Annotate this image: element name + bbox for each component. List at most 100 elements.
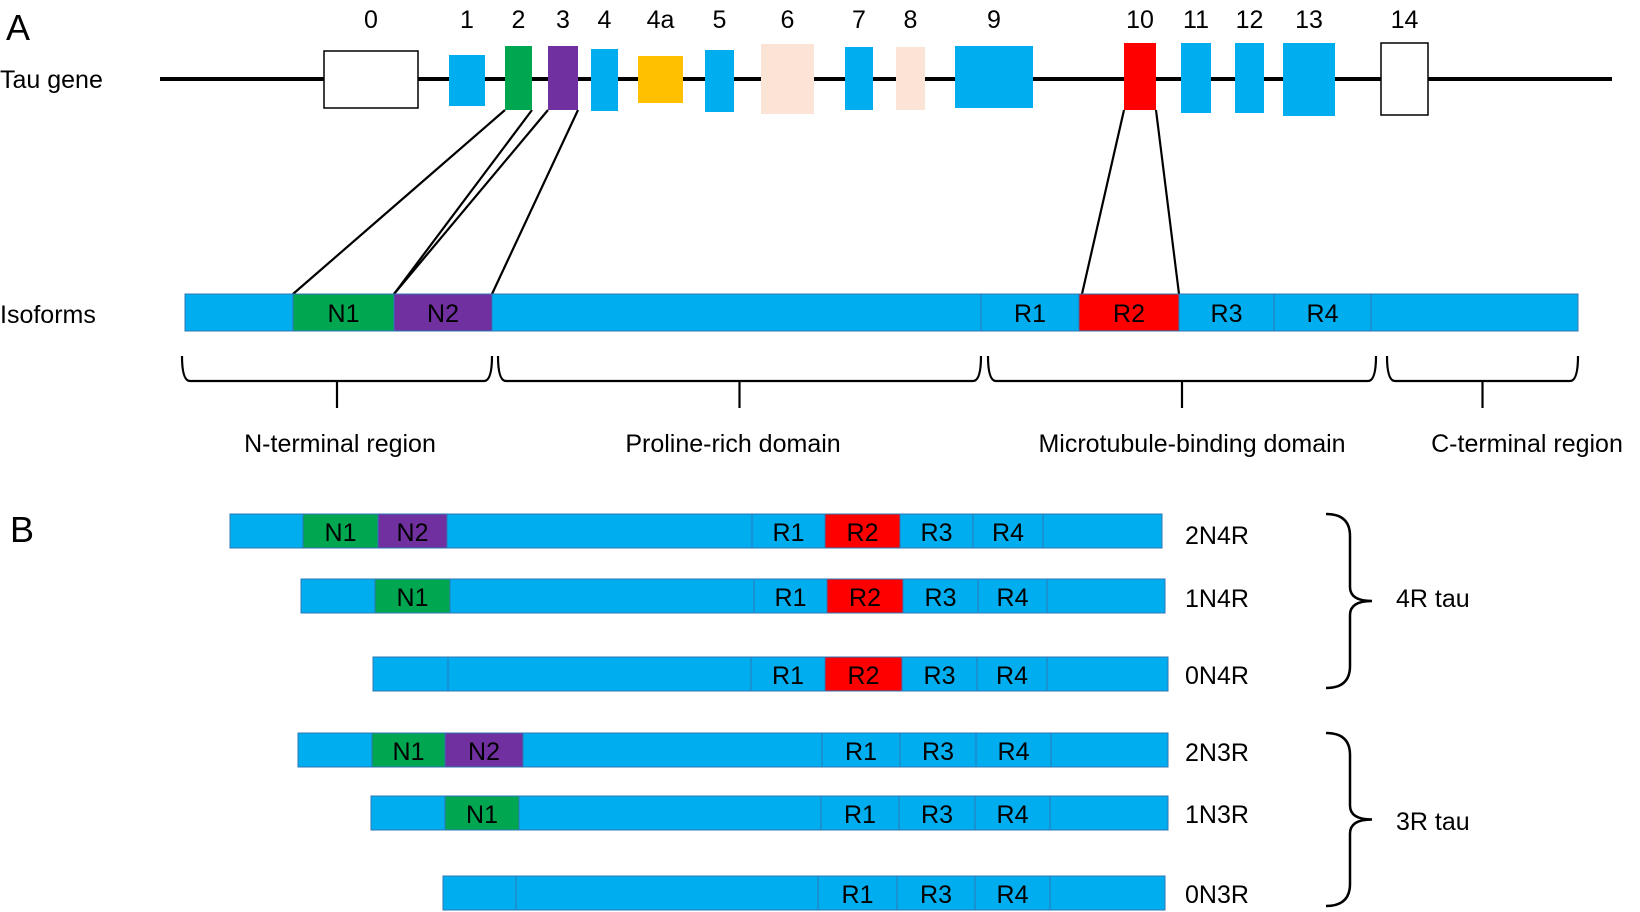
isoform-segment-label-r1: R1	[772, 662, 804, 690]
exon-box-3	[548, 46, 578, 110]
isoform-segment-r3	[898, 795, 976, 831]
isoform-segment-label-r1: R1	[844, 801, 876, 829]
exon-box-1	[449, 55, 485, 106]
isoform-segment	[372, 656, 449, 692]
isoform-segment-r3	[901, 656, 978, 692]
isoform-segment-label-r4: R4	[996, 662, 1028, 690]
exon-number-2: 2	[512, 6, 526, 34]
panel-b-letter: B	[10, 509, 34, 550]
isoform-segment-r1	[821, 732, 901, 768]
isoform-segment-label-r1: R1	[775, 584, 807, 612]
isoform-segment-r3	[902, 578, 979, 614]
isoform-segment-label-r4: R4	[997, 584, 1029, 612]
isoform-segment	[1042, 513, 1163, 549]
panel-a-letter: A	[6, 7, 30, 48]
exon-box-0	[323, 50, 419, 109]
isoform-segment-label-r3: R3	[920, 881, 952, 909]
isoform-name-1N3R: 1N3R	[1185, 801, 1249, 829]
isoform-name-0N4R: 0N4R	[1185, 662, 1249, 690]
isoform-segment-label-r4: R4	[997, 801, 1029, 829]
exon-box-4	[591, 49, 618, 111]
exon-number-11: 11	[1183, 6, 1209, 34]
exon-box-10	[1124, 43, 1156, 110]
region-bracket	[496, 355, 983, 383]
isoforms-label: Isoforms	[0, 301, 96, 329]
isoform-segment-label-n1: N1	[397, 584, 429, 612]
isoform-segment-label-n1: N1	[325, 519, 357, 547]
isoform-segment-label-n2: N2	[468, 738, 500, 766]
isoform-segment-label-r3: R3	[924, 662, 956, 690]
region-brackets	[180, 355, 1580, 408]
exon-connector-line	[393, 109, 533, 295]
isoform-segment	[447, 656, 752, 692]
isoform-segment-r4	[1273, 293, 1372, 332]
region-label-proline-rich: Proline-rich domain	[625, 430, 840, 458]
isoform-segment-n2	[393, 293, 493, 332]
isoform-segment	[229, 513, 304, 549]
group-brace-4r	[1325, 512, 1373, 690]
exon-box-12	[1235, 43, 1264, 113]
isoform-segment-label-r4: R4	[992, 519, 1024, 547]
isoform-segment-label-r1: R1	[1014, 300, 1046, 328]
isoform-segment-n2	[444, 732, 524, 768]
isoform-segment-r4	[974, 795, 1051, 831]
region-bracket	[1385, 355, 1580, 383]
isoform-segment-label-n1: N1	[466, 801, 498, 829]
isoform-segment-n1	[444, 795, 520, 831]
exon-box-2	[505, 46, 532, 110]
isoform-segment-label-r1: R1	[773, 519, 805, 547]
region-label-c-terminal: C-terminal region	[1431, 430, 1623, 458]
isoform-segment-r2	[824, 656, 903, 692]
exon-number-6: 6	[781, 6, 795, 34]
isoform-segment	[184, 293, 294, 332]
isoform-segment	[1050, 732, 1169, 768]
group-label-4r-tau: 4R tau	[1396, 585, 1470, 613]
exon-connector-line	[393, 109, 549, 295]
isoform-segment-label-r2: R2	[848, 662, 880, 690]
isoform-segment-label-r4: R4	[998, 738, 1030, 766]
isoform-segment	[449, 578, 755, 614]
exon-box-14	[1380, 42, 1429, 116]
isoform-segment	[518, 795, 822, 831]
isoform-segment-n1	[371, 732, 446, 768]
isoform-segment-label-r3: R3	[925, 584, 957, 612]
isoform-segment-label-n2: N2	[427, 300, 459, 328]
isoform-segment	[515, 875, 819, 911]
isoform-segment-r3	[896, 875, 976, 911]
exon-number-1: 1	[460, 6, 474, 34]
exon-number-7: 7	[852, 6, 866, 34]
isoform-segment-n1	[374, 578, 451, 614]
isoform-segment	[370, 795, 446, 831]
isoform-segment-label-r3: R3	[1211, 300, 1243, 328]
isoform-segment-label-r1: R1	[842, 881, 874, 909]
isoform-segment	[300, 578, 376, 614]
isoform-segment-r1	[820, 795, 900, 831]
exon-number-3: 3	[556, 6, 570, 34]
isoform-segment-label-r2: R2	[849, 584, 881, 612]
isoform-segment-r4	[976, 656, 1048, 692]
region-label-n-terminal: N-terminal region	[244, 430, 436, 458]
isoform-segment-r2	[826, 578, 904, 614]
exon-box-9	[955, 46, 1033, 108]
exon-number-10: 10	[1126, 6, 1154, 34]
isoform-segment	[491, 293, 982, 332]
isoform-segment	[1049, 795, 1169, 831]
isoform-segment-label-r3: R3	[922, 738, 954, 766]
exon-number-12: 12	[1236, 6, 1264, 34]
exon-connector-line	[491, 109, 579, 295]
exon-box-5	[705, 50, 734, 112]
isoform-segment	[1370, 293, 1579, 332]
isoform-segment-label-r1: R1	[845, 738, 877, 766]
exon-number-9: 9	[987, 6, 1001, 34]
isoform-row-0n4r: R1 R2 R3 R4	[372, 656, 1169, 692]
connector-lines	[292, 109, 1181, 295]
exon-connector-line	[1080, 109, 1126, 295]
exon-box-4a	[638, 56, 683, 103]
isoform-segment	[446, 513, 753, 549]
isoform-row-1n4r: N1 R1 R2 R3 R4	[300, 578, 1166, 614]
exon-number-5: 5	[713, 6, 727, 34]
